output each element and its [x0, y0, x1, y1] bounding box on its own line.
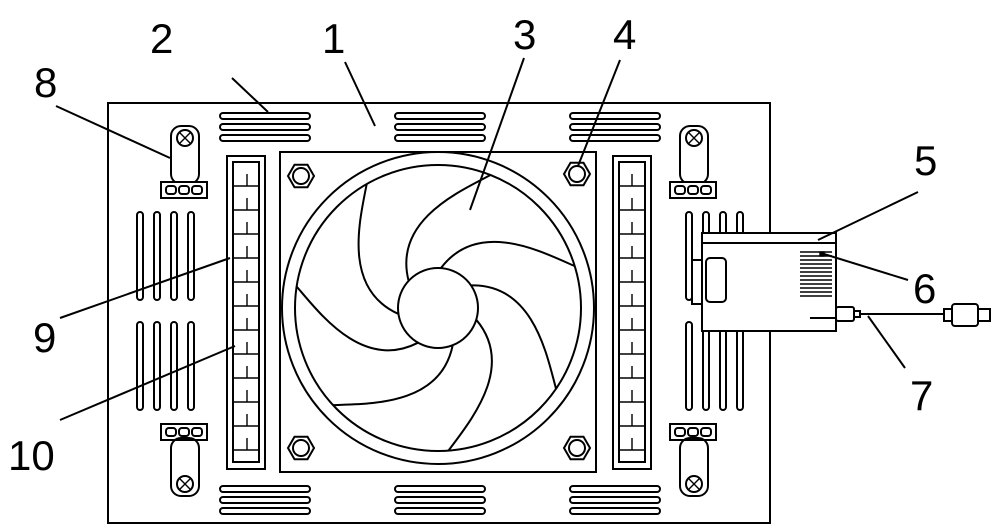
fan-blade: [332, 345, 454, 407]
callout-10: 10: [8, 432, 55, 479]
callout-1: 1: [322, 15, 345, 62]
corner-bolts: [286, 161, 592, 461]
leader-lines: [55, 57, 919, 421]
fan-blade: [440, 240, 576, 269]
bottom-vent-slots: [219, 485, 661, 515]
callout-5: 5: [914, 137, 937, 184]
fan-blade: [295, 285, 419, 352]
callout-3: 3: [513, 11, 536, 58]
fan-blade: [447, 319, 493, 452]
right-heat-sink: [612, 155, 652, 470]
callout-8: 8: [34, 59, 57, 106]
callout-9: 9: [33, 314, 56, 361]
callout-4: 4: [613, 11, 636, 58]
fan-blade: [405, 174, 491, 282]
fan-blade: [470, 284, 557, 389]
fan-outer-ring: [281, 151, 595, 465]
left-vent-slots: [136, 211, 195, 411]
left-mounting-brackets: [160, 125, 208, 497]
top-vent-slots: [219, 112, 661, 142]
callout-7: 7: [910, 372, 933, 419]
left-heat-sink: [226, 155, 266, 470]
callout-6: 6: [913, 265, 936, 312]
fan-inner-ring: [294, 164, 582, 452]
right-mounting-brackets: [669, 125, 717, 497]
callout-2: 2: [150, 15, 173, 62]
control-box: [691, 232, 837, 332]
fan-blades: [295, 174, 576, 452]
connector-cable: [835, 303, 991, 327]
fan-hub: [397, 267, 479, 349]
fan-blade: [357, 183, 399, 315]
